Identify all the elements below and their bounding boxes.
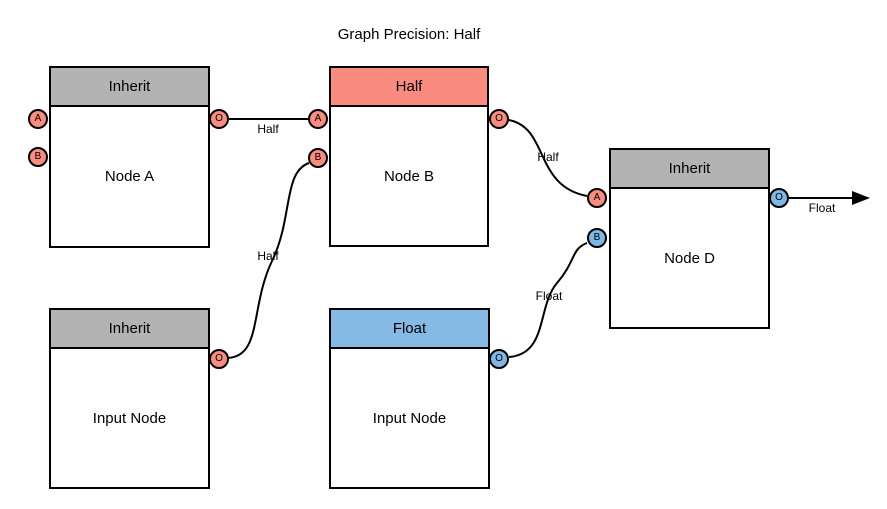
input-node-left[interactable]: Inherit Input Node bbox=[49, 308, 210, 489]
edge-inputleft-to-nodeb bbox=[227, 162, 310, 359]
edge-nodeb-to-noded bbox=[508, 119, 588, 197]
diagram-title: Graph Precision: Half bbox=[337, 26, 481, 43]
edge-label-inputleft-nodeb: Half bbox=[257, 249, 279, 263]
input-node-left-label: Input Node bbox=[92, 409, 167, 427]
input-node-left-header: Inherit bbox=[51, 310, 208, 349]
node-a-input-port-b[interactable]: B bbox=[28, 147, 48, 167]
node-a-output-port-o[interactable]: O bbox=[209, 109, 229, 129]
node-b-header: Half bbox=[331, 68, 487, 107]
edge-label-inputcenter-noded: Float bbox=[535, 289, 563, 303]
node-a-label: Node A bbox=[104, 168, 155, 185]
node-d-header: Inherit bbox=[611, 150, 768, 189]
input-node-center[interactable]: Float Input Node bbox=[329, 308, 490, 489]
node-a-header: Inherit bbox=[51, 68, 208, 107]
node-a[interactable]: Inherit Node A bbox=[49, 66, 210, 248]
edge-label-nodea-nodeb: Half bbox=[257, 122, 279, 136]
input-node-center-header: Float bbox=[331, 310, 488, 349]
node-d[interactable]: Inherit Node D bbox=[609, 148, 770, 329]
node-d-label: Node D bbox=[664, 249, 715, 267]
input-node-left-output-port-o[interactable]: O bbox=[209, 349, 229, 369]
node-b-input-port-a[interactable]: A bbox=[308, 109, 328, 129]
node-b[interactable]: Half Node B bbox=[329, 66, 489, 247]
node-a-input-port-a[interactable]: A bbox=[28, 109, 48, 129]
node-d-output-port-o[interactable]: O bbox=[769, 188, 789, 208]
input-node-center-label: Input Node bbox=[372, 409, 447, 427]
input-node-center-output-port-o[interactable]: O bbox=[489, 349, 509, 369]
edge-label-nodeb-noded: Half bbox=[537, 150, 559, 164]
node-b-label: Node B bbox=[383, 167, 435, 185]
node-b-input-port-b[interactable]: B bbox=[308, 148, 328, 168]
graph-output-arrowhead-icon bbox=[852, 191, 870, 205]
node-d-input-port-b[interactable]: B bbox=[587, 228, 607, 248]
node-b-output-port-o[interactable]: O bbox=[489, 109, 509, 129]
node-d-input-port-a[interactable]: A bbox=[587, 188, 607, 208]
edge-inputcenter-to-noded bbox=[508, 242, 588, 358]
edge-label-graph-output: Float bbox=[808, 201, 836, 215]
